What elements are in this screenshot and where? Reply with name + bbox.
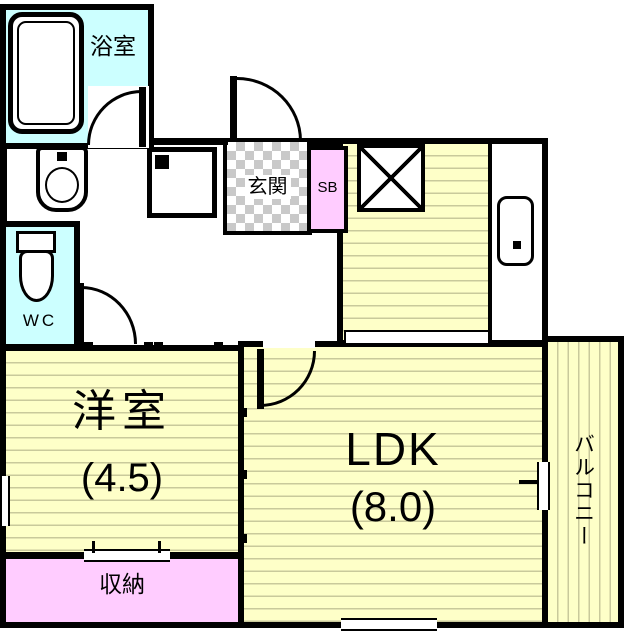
western-room-label: 洋室	[72, 387, 172, 436]
sliding-door-marker	[84, 342, 93, 351]
balcony-window	[537, 462, 550, 510]
wall-segment	[148, 138, 228, 145]
balcony-label-text: バルコニー	[571, 432, 595, 548]
ldk-door-opening	[263, 341, 315, 348]
genkan-label-text: 玄関	[244, 175, 291, 199]
sliding-door-marker	[238, 534, 247, 543]
storage-label: 収納	[99, 571, 145, 597]
room-western	[0, 345, 244, 558]
bathroom-door-leaf	[139, 87, 146, 147]
washing-machine-pan-icon	[147, 147, 217, 218]
ldk-label: LDK	[345, 423, 441, 475]
balcony-label: バルコニー	[542, 380, 624, 600]
entrance-door-arc	[237, 77, 302, 141]
toilet-bowl	[19, 250, 54, 302]
washbasin-icon	[36, 146, 88, 212]
storage-door-tick	[92, 541, 95, 553]
bathtub-inner	[17, 21, 75, 125]
washbasin-faucet	[57, 152, 67, 161]
sink-drain	[513, 241, 521, 249]
sliding-door-marker	[154, 342, 163, 351]
wc-label: WC	[22, 311, 58, 330]
sliding-door-marker	[144, 342, 153, 351]
balcony-window-handle	[519, 480, 539, 484]
kitchen-sink-icon	[497, 196, 534, 266]
room-balcony	[542, 336, 624, 628]
bathroom-label: 浴室	[90, 33, 136, 59]
wc-door-arc	[81, 286, 137, 344]
storage-sliding-door	[84, 549, 170, 562]
western-room-size-label: (4.5)	[80, 456, 164, 500]
genkan-label: 玄関	[223, 175, 312, 199]
washbasin-bowl	[45, 167, 79, 203]
room-shoebox	[307, 146, 348, 233]
ldk-bottom-window	[341, 618, 437, 631]
stove-icon	[357, 144, 425, 212]
wall-segment	[307, 138, 341, 146]
ldk-size-label: (8.0)	[349, 483, 437, 530]
entrance-door-leaf	[230, 76, 237, 142]
washing-machine-pan-corner	[155, 155, 169, 169]
sliding-door-marker	[238, 470, 247, 479]
storage-door-tick	[158, 541, 161, 553]
shoebox-label: SB	[317, 179, 338, 196]
western-side-window	[0, 476, 10, 526]
counter-passthrough	[344, 330, 490, 345]
sliding-door-marker	[238, 408, 247, 417]
wall-segment	[0, 145, 7, 225]
bathtub-icon	[8, 12, 84, 134]
sliding-door-marker	[214, 342, 223, 351]
